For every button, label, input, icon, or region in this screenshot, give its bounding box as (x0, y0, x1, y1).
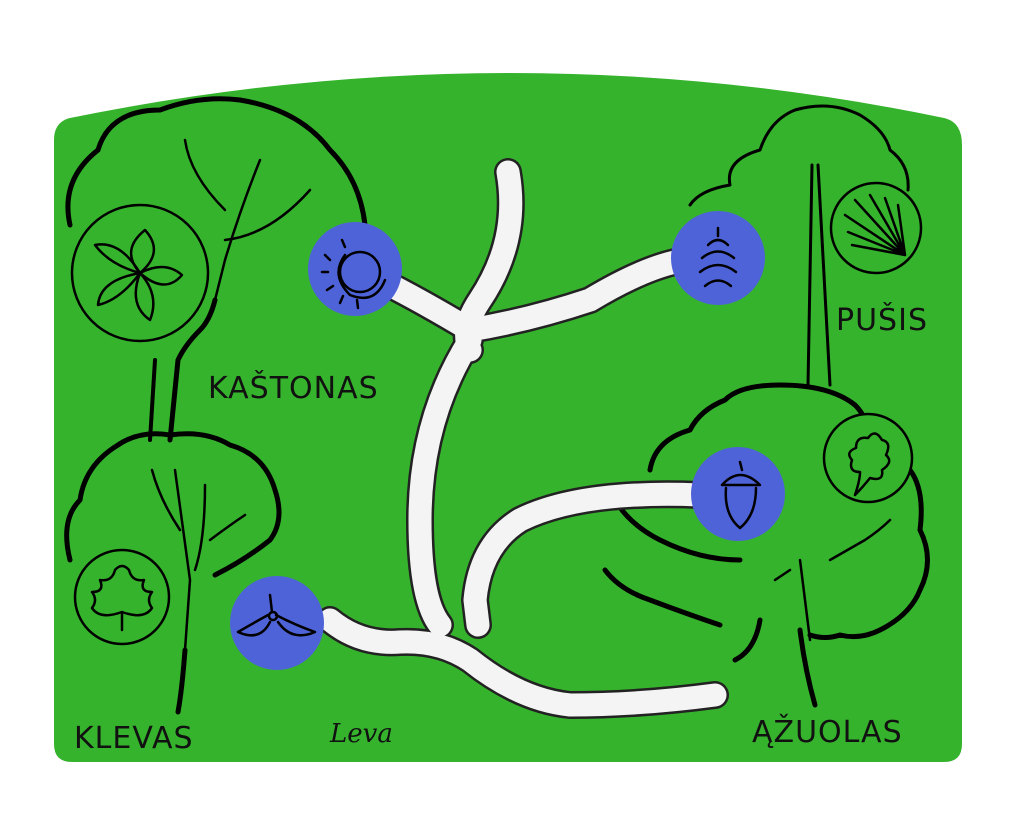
tree-pusis-outline (688, 104, 910, 387)
tree-kastonas-outline (65, 96, 368, 443)
maple-leaf-icon (73, 548, 171, 646)
tree-azuolas-branches (773, 518, 892, 642)
chestnut-icon[interactable] (308, 222, 402, 316)
label-pusis: PUŠIS (836, 301, 928, 338)
pine-needles-icon (829, 181, 923, 275)
maze-path (316, 158, 729, 719)
tree-kastonas-branches (183, 138, 312, 302)
horse-chestnut-leaf-icon (70, 203, 210, 343)
tree-azuolas-outline (602, 382, 930, 708)
tree-klevas-branches (150, 468, 247, 652)
oak-leaf-icon (822, 412, 914, 504)
label-kastonas: KAŠTONAS (208, 369, 379, 406)
pine-cone-icon[interactable] (671, 211, 765, 305)
label-azuolas: ĄŽUOLAS (752, 714, 903, 750)
acorn-icon[interactable] (691, 447, 785, 541)
maple-seed-icon[interactable] (230, 576, 324, 670)
label-klevas: KLEVAS (74, 721, 194, 756)
tree-klevas-outline (64, 431, 282, 715)
signature: Leva (329, 719, 393, 749)
